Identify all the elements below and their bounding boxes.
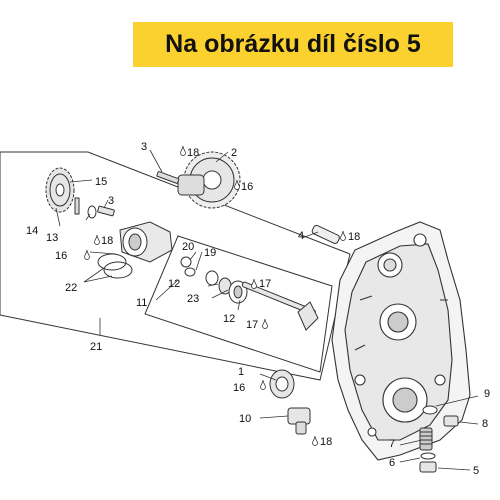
banner-text: Na obrázku díl číslo 5 [165, 30, 421, 58]
label-4: 4 [298, 230, 304, 242]
part-number-banner: Na obrázku díl číslo 5 [133, 22, 453, 67]
crankcase-housing [331, 221, 471, 461]
label-17: 17 [259, 278, 271, 290]
label-2: 2 [231, 147, 237, 159]
lubricant-drop-icon [251, 279, 257, 289]
water-pump-housing [97, 221, 173, 279]
label-18: 18 [101, 235, 113, 247]
lubricant-drop-icon [262, 319, 268, 329]
label-13: 13 [46, 232, 58, 244]
oil-pump-gear [177, 151, 241, 209]
crankcase-dowel [311, 224, 340, 244]
label-11: 11 [136, 297, 147, 309]
lubricant-drop-icon [84, 250, 90, 260]
label-16: 16 [55, 250, 67, 262]
lubricant-drop-icon [340, 231, 346, 241]
label-16: 16 [241, 181, 253, 193]
bearing [269, 369, 295, 399]
label-18: 18 [348, 231, 360, 243]
lubricant-drop-icon [312, 436, 318, 446]
label-18: 18 [320, 436, 332, 448]
label-19: 19 [204, 247, 216, 259]
label-6: 6 [389, 457, 395, 469]
label-12: 12 [223, 313, 235, 325]
label-12: 12 [168, 278, 180, 290]
oil-sensor [287, 407, 311, 435]
label-15: 15 [95, 176, 107, 188]
label-5: 5 [473, 465, 479, 477]
drive-gear [45, 167, 80, 215]
lubricant-drop-icon [260, 380, 266, 390]
lubricant-drop-icon [180, 146, 186, 156]
label-16: 16 [233, 382, 245, 394]
label-22: 22 [65, 282, 77, 294]
label-10: 10 [239, 413, 251, 425]
label-3: 3 [141, 141, 147, 153]
washer-and-screw [87, 205, 115, 219]
label-20: 20 [182, 241, 194, 253]
label-21: 21 [90, 341, 102, 353]
leader-lines [55, 149, 479, 471]
pump-screw [156, 171, 180, 184]
lubricant-drop-icon [94, 235, 100, 245]
label-1: 1 [238, 366, 244, 378]
label-18: 18 [187, 147, 199, 159]
label-23: 23 [187, 293, 199, 305]
label-3: 3 [108, 195, 114, 207]
part-labels: 3 18 2 16 15 3 14 13 18 16 22 21 20 19 1… [26, 141, 490, 477]
label-7: 7 [389, 438, 395, 450]
label-14: 14 [26, 225, 38, 237]
label-8: 8 [482, 418, 488, 430]
label-9: 9 [484, 388, 490, 400]
label-17: 17 [246, 319, 258, 331]
filter-and-plug-parts [419, 405, 459, 473]
